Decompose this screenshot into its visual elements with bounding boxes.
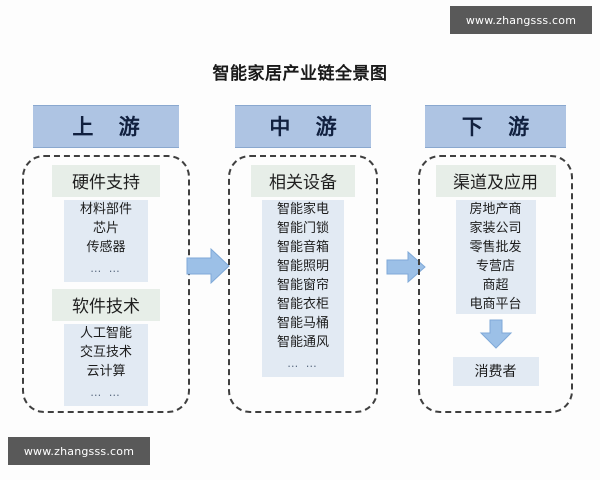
list-item[interactable]: 智能家电 (262, 200, 344, 219)
list-item[interactable]: 房地产商 (455, 200, 536, 219)
column-midstream: 中 游 相关设备 智能家电 智能门锁 智能音箱 智能照明 智能窗帘 智能衣柜 智… (228, 105, 378, 413)
column-upstream: 上 游 硬件支持 材料部件 芯片 传感器 … … 软件技术 人工智能 交互技术 … (22, 105, 190, 413)
list-item[interactable]: 智能马桶 (262, 314, 344, 333)
list-item[interactable]: 智能照明 (262, 257, 344, 276)
item-stack-devices: 智能家电 智能门锁 智能音箱 智能照明 智能窗帘 智能衣柜 智能马桶 智能通风 … (262, 200, 344, 377)
list-item-ellipsis: … … (64, 257, 148, 282)
item-stack-channels: 房地产商 家装公司 零售批发 专营店 商超 电商平台 (455, 200, 536, 314)
list-item[interactable]: 交互技术 (64, 343, 148, 362)
group-title-software: 软件技术 (52, 289, 160, 321)
list-item-ellipsis: … … (262, 352, 344, 377)
list-item[interactable]: 智能通风 (262, 333, 344, 352)
list-item[interactable]: 传感器 (64, 238, 148, 257)
column-downstream: 下 游 渠道及应用 房地产商 家装公司 零售批发 专营店 商超 电商平台 消费者 (418, 105, 573, 413)
list-item[interactable]: 智能音箱 (262, 238, 344, 257)
list-item-ellipsis: … … (64, 381, 148, 406)
list-item[interactable]: 云计算 (64, 362, 148, 381)
column-header-midstream: 中 游 (235, 105, 371, 148)
list-item[interactable]: 智能窗帘 (262, 276, 344, 295)
list-item[interactable]: 电商平台 (455, 295, 536, 314)
watermark-top-right: www.zhangsss.com (450, 6, 592, 34)
list-item[interactable]: 材料部件 (64, 200, 148, 219)
item-stack-software: 人工智能 交互技术 云计算 … … (64, 324, 148, 406)
group-title-related-devices: 相关设备 (251, 165, 355, 197)
dashed-container-midstream: 相关设备 智能家电 智能门锁 智能音箱 智能照明 智能窗帘 智能衣柜 智能马桶 … (228, 155, 378, 413)
list-item[interactable]: 智能衣柜 (262, 295, 344, 314)
list-item[interactable]: 芯片 (64, 219, 148, 238)
group-spacer (24, 282, 188, 289)
right-arrow-icon (386, 250, 426, 288)
consumer-box[interactable]: 消费者 (452, 357, 539, 386)
list-item[interactable]: 家装公司 (455, 219, 536, 238)
dashed-container-upstream: 硬件支持 材料部件 芯片 传感器 … … 软件技术 人工智能 交互技术 云计算 … (22, 155, 190, 413)
list-item[interactable]: 商超 (455, 276, 536, 295)
page-title: 智能家居产业链全景图 (212, 64, 388, 84)
column-header-downstream: 下 游 (425, 105, 566, 148)
group-title-channels: 渠道及应用 (435, 165, 556, 197)
list-item[interactable]: 零售批发 (455, 238, 536, 257)
list-item[interactable]: 智能门锁 (262, 219, 344, 238)
watermark-bottom-left: www.zhangsss.com (8, 437, 150, 465)
right-arrow-icon (186, 247, 230, 289)
group-title-hardware: 硬件支持 (52, 165, 160, 197)
down-arrow-icon (420, 319, 571, 353)
item-stack-hardware: 材料部件 芯片 传感器 … … (64, 200, 148, 282)
list-item[interactable]: 专营店 (455, 257, 536, 276)
column-header-upstream: 上 游 (33, 105, 179, 148)
list-item[interactable]: 人工智能 (64, 324, 148, 343)
dashed-container-downstream: 渠道及应用 房地产商 家装公司 零售批发 专营店 商超 电商平台 消费者 (418, 155, 573, 413)
